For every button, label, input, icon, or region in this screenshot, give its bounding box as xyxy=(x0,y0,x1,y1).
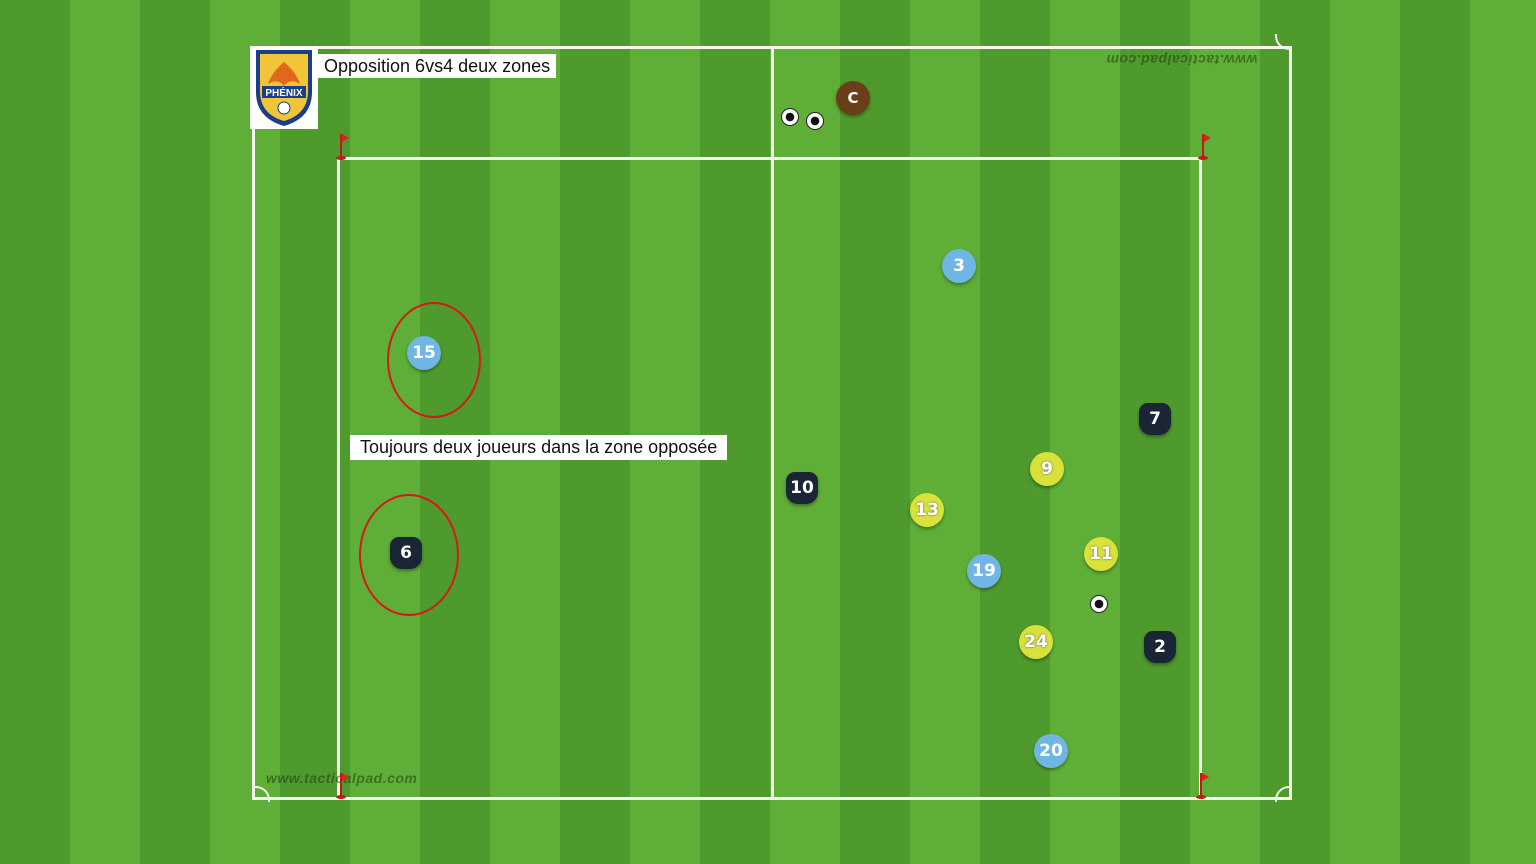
player-19[interactable]: 19 xyxy=(967,554,1001,588)
player-11[interactable]: 11 xyxy=(1084,537,1118,571)
player-20[interactable]: 20 xyxy=(1034,734,1068,768)
club-logo: PHÉNIX xyxy=(250,46,318,129)
ball[interactable] xyxy=(806,112,824,130)
corner-flag-bottom-left xyxy=(336,773,349,799)
player-3[interactable]: 3 xyxy=(942,249,976,283)
player-6[interactable]: 6 xyxy=(390,537,422,569)
ball[interactable] xyxy=(781,108,799,126)
highlight-ring-6 xyxy=(359,494,459,616)
annotation-label: Toujours deux joueurs dans la zone oppos… xyxy=(350,435,728,460)
corner-flag-top-left xyxy=(336,134,349,160)
zone-top-line xyxy=(338,157,1202,160)
watermark-top: www.tacticalpad.com xyxy=(1106,52,1258,68)
diagram-title: Opposition 6vs4 deux zones xyxy=(318,54,557,78)
player-10[interactable]: 10 xyxy=(786,472,818,504)
player-13[interactable]: 13 xyxy=(910,493,944,527)
corner-arc-bottom-left xyxy=(254,786,270,802)
outer-right-line xyxy=(1289,46,1292,800)
corner-flag-bottom-right xyxy=(1196,773,1209,799)
zone-left-line xyxy=(337,157,340,799)
player-9[interactable]: 9 xyxy=(1030,452,1064,486)
halfway-line xyxy=(771,46,774,800)
coach-token[interactable]: C xyxy=(836,81,870,115)
corner-arc-bottom-right xyxy=(1275,786,1291,802)
zone-right-line xyxy=(1199,157,1202,799)
player-7[interactable]: 7 xyxy=(1139,403,1171,435)
player-2[interactable]: 2 xyxy=(1144,631,1176,663)
corner-arc-top-right xyxy=(1275,34,1291,50)
logo-text: PHÉNIX xyxy=(265,86,303,99)
player-24[interactable]: 24 xyxy=(1019,625,1053,659)
ball[interactable] xyxy=(1090,595,1108,613)
highlight-ring-15 xyxy=(387,302,481,418)
corner-flag-top-right xyxy=(1198,134,1211,160)
outer-left-line xyxy=(252,46,255,800)
player-15[interactable]: 15 xyxy=(407,336,441,370)
